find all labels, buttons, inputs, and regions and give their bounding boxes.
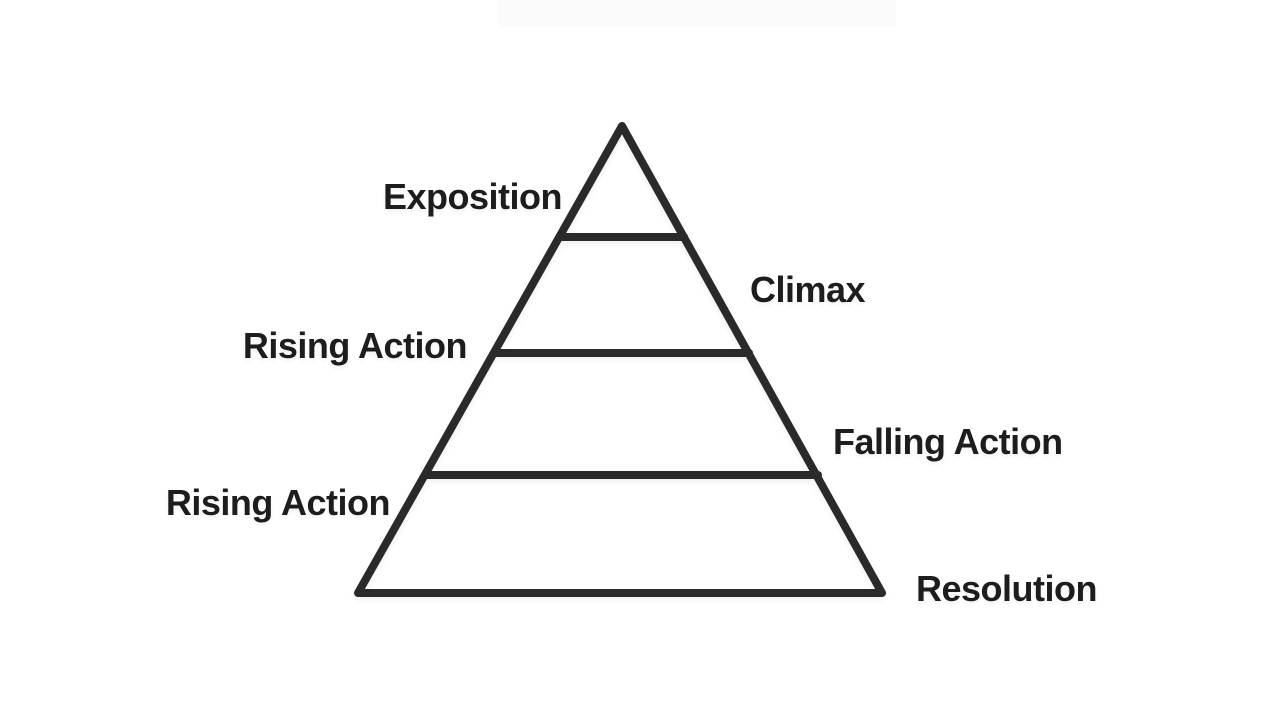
label-falling-action: Falling Action	[833, 421, 1063, 462]
label-exposition: Exposition	[382, 176, 563, 217]
label-rising-action-upper: Rising Action	[242, 325, 468, 366]
label-rising-action-lower: Rising Action	[165, 482, 391, 523]
pyramid-outline	[354, 122, 886, 597]
label-resolution: Resolution	[916, 568, 1098, 609]
label-climax: Climax	[750, 269, 866, 310]
top-artifact-bar	[498, 0, 896, 27]
